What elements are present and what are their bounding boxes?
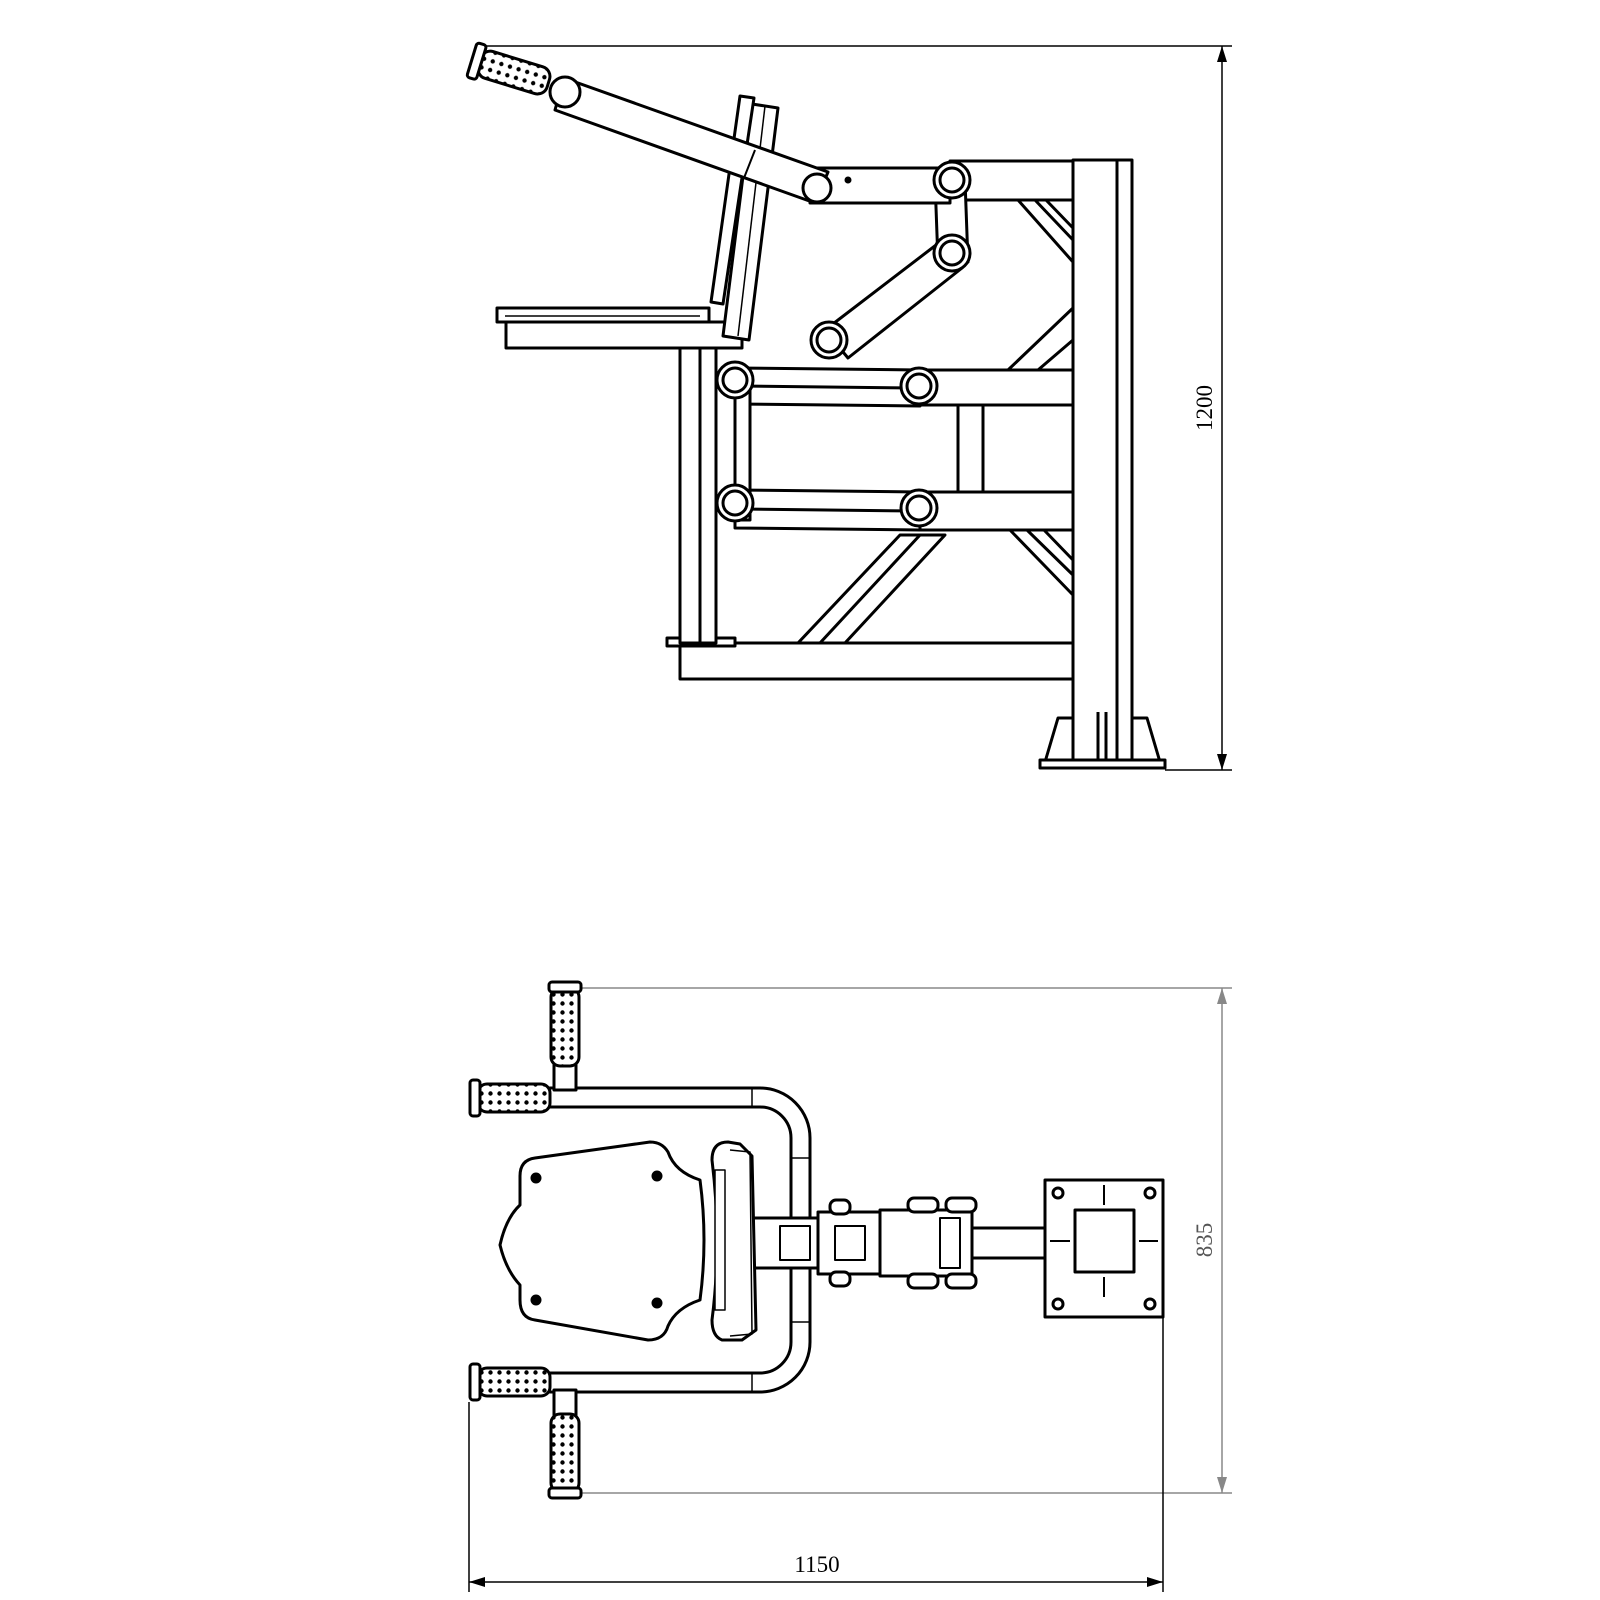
height-dimension [475,45,1232,771]
swing-links [733,166,970,532]
frame-arm-middle [918,368,1075,407]
base-plate [1043,1178,1165,1319]
central-beam [750,1196,1049,1290]
width-dimension [468,1318,1164,1592]
width-dimension-label: 1150 [794,1552,839,1577]
anchor-bolt [1051,1297,1065,1311]
seat-top [498,1140,706,1342]
side-elevation-view: 1200 [465,41,1232,771]
main-post [1038,158,1167,770]
bottom-frame [665,306,1075,681]
pivot-joints [715,160,972,528]
lever-handle [465,41,833,205]
anchor-bolt [1143,1297,1157,1311]
lever-grip [465,41,552,96]
depth-dimension-label: 835 [1192,1223,1217,1258]
depth-dimension [575,987,1232,1494]
seat-bolt [530,1294,542,1306]
anchor-bolt [1051,1186,1065,1200]
seat-bolt [651,1170,663,1182]
frame-arm-lower [918,490,1075,532]
height-dimension-label: 1200 [1192,385,1217,431]
backrest-top [710,1140,758,1342]
seat-pan [495,306,744,350]
seat-bolt [530,1172,542,1184]
plan-view: 835 1150 [468,980,1232,1592]
handle-grips [468,980,583,1500]
anchor-bolt [1143,1186,1157,1200]
seat-bolt [651,1297,663,1309]
